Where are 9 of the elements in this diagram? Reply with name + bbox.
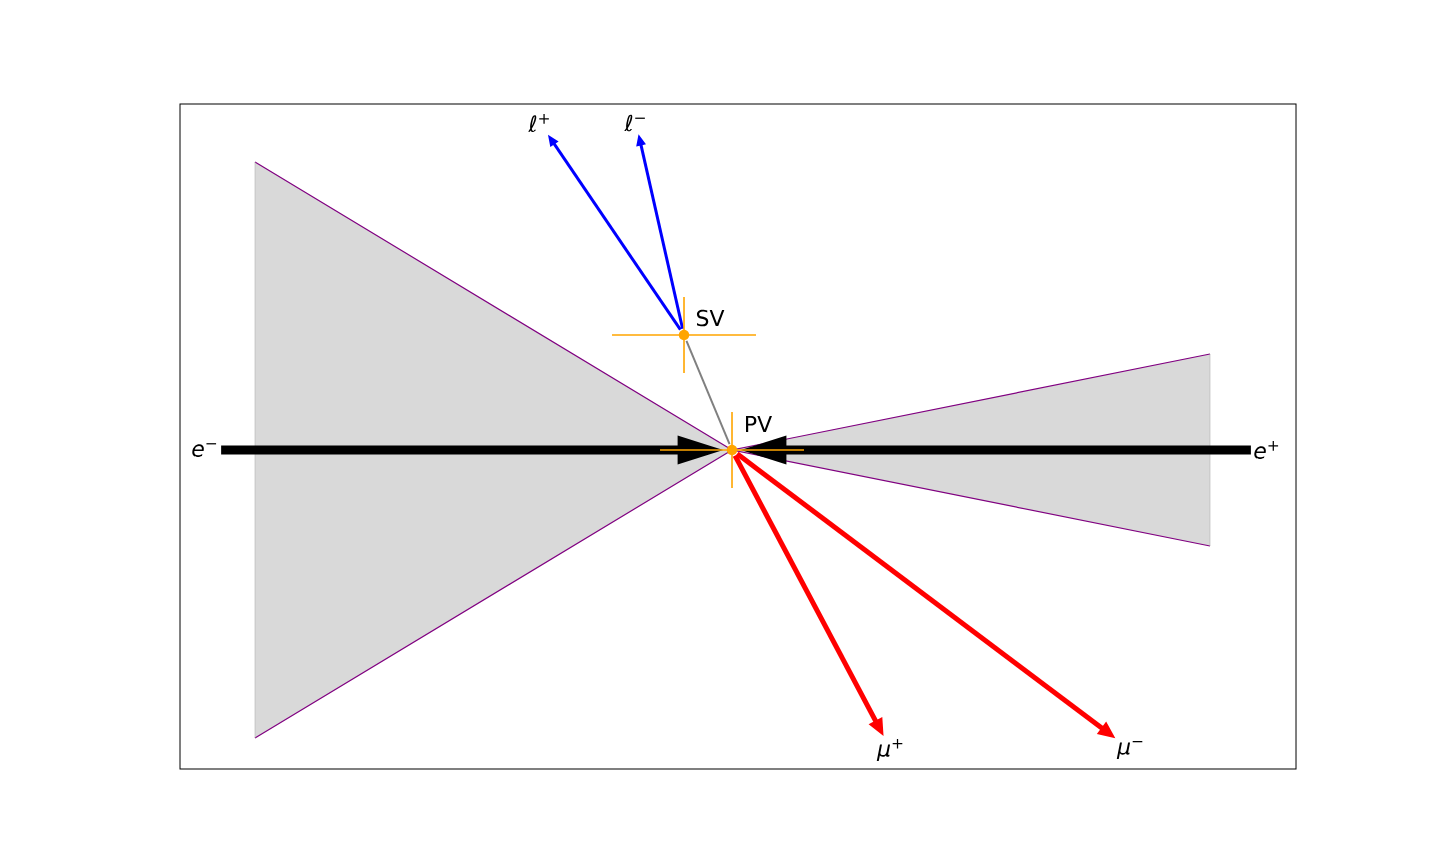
vertex-label: SV	[696, 309, 725, 327]
particle-label: ℓ$^{−}$	[624, 114, 645, 132]
particle-label: μ$^{−}$	[1116, 741, 1143, 759]
particle-label: ℓ$^{+}$	[528, 114, 549, 132]
particle-label: e$^{−}$	[192, 443, 217, 457]
particle-label: e$^{+}$	[1254, 441, 1279, 459]
flight-line	[685, 339, 731, 446]
particle-label: μ$^{+}$	[876, 738, 903, 762]
vertex-label: PV	[746, 416, 772, 433]
